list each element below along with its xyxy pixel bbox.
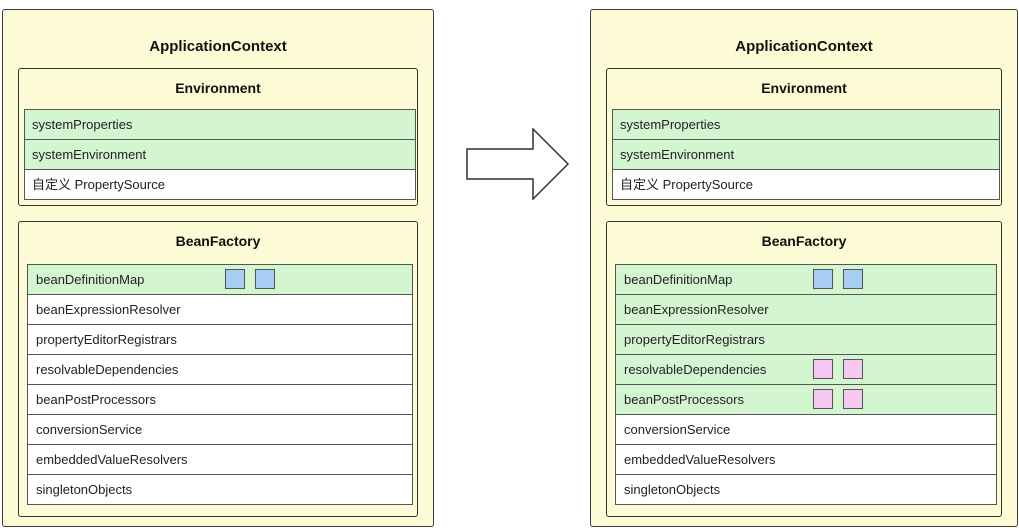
- bf-row-label: beanExpressionResolver: [36, 302, 181, 317]
- env-row-system-properties: systemProperties: [24, 109, 416, 139]
- env-row-custom-property-source: 自定义 PropertySource: [24, 169, 416, 200]
- bean-factory-title: BeanFactory: [175, 233, 261, 249]
- bf-row-embedded-value-resolvers: embeddedValueResolvers: [27, 444, 413, 474]
- env-row-label: systemProperties: [620, 117, 721, 132]
- env-row-label: systemProperties: [32, 117, 133, 132]
- blue-square: [843, 269, 863, 289]
- bf-row-singleton-objects: singletonObjects: [27, 474, 413, 505]
- bf-row-label: embeddedValueResolvers: [624, 452, 776, 467]
- bf-row-label: beanExpressionResolver: [624, 302, 769, 317]
- bean-factory-panel: BeanFactory beanDefinitionMap beanExpres…: [606, 221, 1002, 517]
- env-row-system-properties: systemProperties: [612, 109, 1000, 139]
- bf-row-bean-expression-resolver: beanExpressionResolver: [27, 294, 413, 324]
- bf-row-bean-definition-map: beanDefinitionMap: [27, 264, 413, 294]
- bf-row-label: resolvableDependencies: [36, 362, 179, 377]
- env-row-system-environment: systemEnvironment: [24, 139, 416, 169]
- env-row-custom-property-source: 自定义 PropertySource: [612, 169, 1000, 200]
- bf-row-resolvable-dependencies: resolvableDependencies: [27, 354, 413, 384]
- bf-row-label: beanDefinitionMap: [624, 272, 733, 287]
- blue-square: [813, 269, 833, 289]
- bf-row-property-editor-registrars: propertyEditorRegistrars: [27, 324, 413, 354]
- bf-row-bean-post-processors: beanPostProcessors: [615, 384, 997, 414]
- bean-factory-title: BeanFactory: [761, 233, 847, 249]
- env-row-label: systemEnvironment: [620, 147, 735, 162]
- bf-row-singleton-objects: singletonObjects: [615, 474, 997, 505]
- bf-row-label: singletonObjects: [624, 482, 721, 497]
- pink-square: [813, 359, 833, 379]
- bf-row-bean-post-processors: beanPostProcessors: [27, 384, 413, 414]
- bf-row-label: conversionService: [624, 422, 731, 437]
- bf-row-label: beanDefinitionMap: [36, 272, 145, 287]
- bf-row-resolvable-dependencies: resolvableDependencies: [615, 354, 997, 384]
- pink-square: [843, 389, 863, 409]
- bf-row-label: conversionService: [36, 422, 143, 437]
- bf-row-bean-definition-map: beanDefinitionMap: [615, 264, 997, 294]
- right-arrow-icon: [466, 128, 570, 200]
- environment-title: Environment: [175, 80, 261, 96]
- application-context-left: ApplicationContext Environment systemPro…: [2, 9, 434, 527]
- application-context-title: ApplicationContext: [149, 38, 287, 55]
- env-row-label: 自定义 PropertySource: [32, 177, 165, 192]
- env-row-system-environment: systemEnvironment: [612, 139, 1000, 169]
- bf-row-label: resolvableDependencies: [624, 362, 767, 377]
- bf-row-label: propertyEditorRegistrars: [36, 332, 177, 347]
- env-row-label: 自定义 PropertySource: [620, 177, 753, 192]
- bf-row-label: beanPostProcessors: [624, 392, 744, 407]
- blue-square: [225, 269, 245, 289]
- pink-square: [843, 359, 863, 379]
- bf-row-embedded-value-resolvers: embeddedValueResolvers: [615, 444, 997, 474]
- environment-panel: Environment systemProperties systemEnvir…: [606, 68, 1002, 206]
- application-context-right: ApplicationContext Environment systemPro…: [590, 9, 1018, 527]
- bean-factory-panel: BeanFactory beanDefinitionMap beanExpres…: [18, 221, 418, 517]
- bf-row-conversion-service: conversionService: [27, 414, 413, 444]
- pink-square: [813, 389, 833, 409]
- environment-panel: Environment systemProperties systemEnvir…: [18, 68, 418, 206]
- bf-row-label: propertyEditorRegistrars: [624, 332, 765, 347]
- application-context-title: ApplicationContext: [735, 38, 873, 55]
- bf-row-bean-expression-resolver: beanExpressionResolver: [615, 294, 997, 324]
- bf-row-label: embeddedValueResolvers: [36, 452, 188, 467]
- environment-title: Environment: [761, 80, 847, 96]
- bf-row-property-editor-registrars: propertyEditorRegistrars: [615, 324, 997, 354]
- bf-row-label: beanPostProcessors: [36, 392, 156, 407]
- env-row-label: systemEnvironment: [32, 147, 147, 162]
- blue-square: [255, 269, 275, 289]
- bf-row-conversion-service: conversionService: [615, 414, 997, 444]
- bf-row-label: singletonObjects: [36, 482, 133, 497]
